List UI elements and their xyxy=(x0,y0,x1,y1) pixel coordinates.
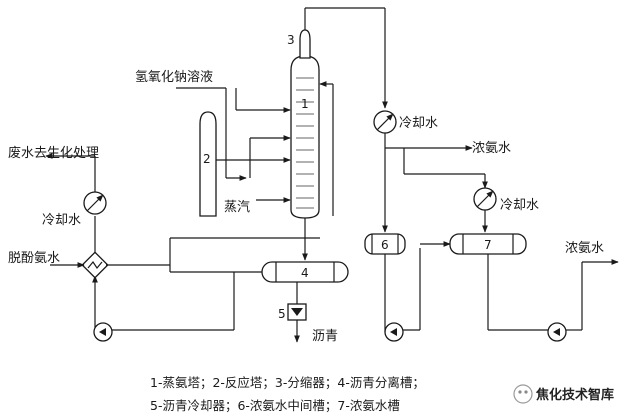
watermark: 焦化技术智库 xyxy=(513,384,614,404)
naoh-feed-line xyxy=(176,87,247,181)
tag-ammonia-tank: 7 xyxy=(484,238,492,252)
tag-stripping-column: 1 xyxy=(301,97,309,111)
watermark-text: 焦化技术智库 xyxy=(535,387,614,403)
label-conc-ammonia-top: 浓氨水 xyxy=(472,141,511,156)
pump-middle xyxy=(384,248,421,342)
label-pitch: 沥青 xyxy=(312,329,338,344)
label-naoh: 氢氧化钠溶液 xyxy=(135,70,213,85)
feed-heat-exchanger xyxy=(50,216,170,279)
pitch-separator-tank xyxy=(261,261,349,283)
label-conc-ammonia-right: 浓氨水 xyxy=(565,241,604,256)
reflux-line xyxy=(319,81,334,216)
tag-dephlegmator: 3 xyxy=(287,33,295,47)
tag-pitch-cooler: 5 xyxy=(278,307,286,321)
label-cooling-water-left: 冷却水 xyxy=(42,213,81,228)
label-cooling-water-right: 冷却水 xyxy=(500,198,539,213)
ammonia-intermediate-tank xyxy=(364,233,406,322)
legend-line-1: 1-蒸氨塔；2-反应塔；3-分缩器；4-沥青分离槽； xyxy=(150,375,425,390)
dephlegmator xyxy=(299,7,388,109)
wastewater-cooler xyxy=(45,153,107,215)
label-dephenol-ammonia: 脱酚氨水 xyxy=(8,251,60,266)
tag-pitch-separator: 4 xyxy=(301,266,309,280)
bottom-recirculation xyxy=(92,237,320,331)
ammonia-to-second-cooler xyxy=(403,148,488,189)
tag-intermediate-tank: 6 xyxy=(381,238,389,252)
legend-line-2: 5-沥青冷却器；6-浓氨水中间槽；7-浓氨水槽 xyxy=(150,398,400,413)
ammonia-water-tank xyxy=(420,233,527,322)
reactor xyxy=(199,111,217,217)
second-cooler xyxy=(473,187,497,233)
label-steam: 蒸汽 xyxy=(224,200,250,215)
label-wastewater: 废水去生化处理 xyxy=(8,145,99,161)
column-side-lines xyxy=(216,88,291,178)
pump-right xyxy=(487,259,619,342)
label-cooling-water-top: 冷却水 xyxy=(399,116,438,131)
pitch-cooler xyxy=(287,303,307,343)
stripping-column xyxy=(290,34,320,219)
pump-left xyxy=(93,322,113,342)
tag-reactor: 2 xyxy=(203,152,211,166)
top-condenser xyxy=(373,110,473,233)
